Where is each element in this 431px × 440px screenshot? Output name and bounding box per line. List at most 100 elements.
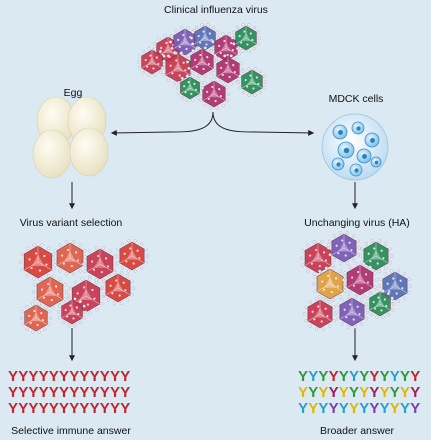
antibody-glyph: Y [318, 384, 328, 401]
virus-particle [341, 262, 379, 298]
antibody-glyph: Y [90, 400, 100, 417]
split-arrow-left [110, 111, 214, 136]
virus-particle [18, 243, 58, 281]
antibody-glyph: Y [410, 384, 420, 401]
antibody-glyph: Y [100, 400, 110, 417]
antibody-glyph: Y [329, 400, 339, 417]
virus-particle [197, 78, 231, 110]
antibody-glyph: Y [308, 400, 318, 417]
virus-particle [189, 23, 221, 53]
virus-particle [299, 240, 337, 276]
antibody-glyph: Y [120, 400, 130, 417]
antibody-glyph: Y [69, 384, 79, 401]
antibody-glyph: Y [79, 384, 89, 401]
antibody-glyph: Y [318, 368, 328, 385]
label-virus-variant-selection: Virus variant selection [19, 217, 123, 229]
antibody-glyph: Y [90, 368, 100, 385]
antibody-glyph: Y [28, 368, 38, 385]
antibody-glyph: Y [79, 400, 89, 417]
antibody-glyph: Y [59, 384, 69, 401]
mdck-cell [337, 141, 355, 159]
antibody-glyph: Y [339, 368, 349, 385]
antibody-glyph: Y [69, 400, 79, 417]
virus-particle [326, 231, 362, 265]
antibody-glyph: Y [69, 368, 79, 385]
antibody-glyph: Y [18, 368, 28, 385]
virus-particle [66, 277, 106, 315]
antibody-glyph: Y [18, 400, 28, 417]
virus-particle [364, 289, 396, 319]
antibody-glyph: Y [369, 400, 379, 417]
antibody-glyph: Y [329, 368, 339, 385]
virus-particle [334, 295, 370, 329]
virus-particle [31, 274, 69, 310]
antibody-glyph: Y [380, 400, 390, 417]
antibody-glyph: Y [59, 400, 69, 417]
antibody-glyph: Y [8, 384, 18, 401]
antibody-glyph: Y [410, 400, 420, 417]
mdck-cell-dish [321, 113, 389, 181]
antibody-glyph: Y [400, 400, 410, 417]
antibody-glyph: Y [59, 368, 69, 385]
antibody-glyph: Y [110, 400, 120, 417]
antibody-glyph: Y [359, 368, 369, 385]
label-broader-answer: Broader answer [319, 425, 395, 437]
virus-particle [311, 266, 349, 302]
antibody-glyph: Y [79, 368, 89, 385]
antibody-glyph: Y [110, 368, 120, 385]
antibody-glyph: Y [39, 400, 49, 417]
antibody-glyph: Y [28, 384, 38, 401]
antibody-glyph: Y [390, 384, 400, 401]
antibody-glyph: Y [359, 400, 369, 417]
antibody-glyph: Y [339, 384, 349, 401]
antibody-glyph: Y [100, 384, 110, 401]
antibody-glyph: Y [298, 384, 308, 401]
virus-particle [175, 74, 205, 102]
antibody-glyph: Y [298, 400, 308, 417]
antibody-glyph: Y [120, 368, 130, 385]
antibody-glyph: Y [8, 400, 18, 417]
virus-particle [230, 23, 262, 53]
virus-particle [114, 239, 150, 273]
mdck-cell [331, 157, 345, 171]
label-egg: Egg [63, 87, 83, 99]
antibody-glyph: Y [349, 384, 359, 401]
egg-cluster [32, 96, 109, 179]
antibody-glyph: Y [110, 384, 120, 401]
virus-particle [51, 240, 89, 276]
virus-particle [211, 54, 245, 86]
virus-particle [19, 302, 53, 334]
antibody-glyph: Y [369, 384, 379, 401]
antibody-glyph: Y [400, 384, 410, 401]
virus-particle [302, 297, 338, 331]
label-selective-immune-answer: Selective immune answer [11, 425, 131, 437]
mdck-cell [332, 124, 348, 140]
virus-particle [81, 246, 119, 282]
virus-particle [56, 297, 88, 327]
antibody-glyph: Y [18, 384, 28, 401]
virus-particle [100, 271, 136, 305]
mdck-cell [364, 132, 380, 148]
antibody-glyph: Y [100, 368, 110, 385]
unchanging-virus-cluster [299, 231, 413, 331]
antibody-glyph: Y [49, 368, 59, 385]
title-clinical-virus: Clinical influenza virus [164, 4, 268, 16]
antibody-glyph: Y [308, 384, 318, 401]
antibody-glyph: Y [349, 400, 359, 417]
split-arrow-right [212, 111, 315, 136]
antibody-glyph: Y [308, 368, 318, 385]
antibody-glyph: Y [390, 368, 400, 385]
mdck-cell [349, 163, 363, 177]
antibody-glyph: Y [349, 368, 359, 385]
antibody-glyph: Y [369, 368, 379, 385]
antibody-glyph: Y [28, 400, 38, 417]
mdck-cell [356, 148, 372, 164]
variant-virus-cluster [18, 239, 150, 334]
antibody-glyph: Y [390, 400, 400, 417]
antibody-glyph: Y [318, 400, 328, 417]
mdck-cell [351, 121, 365, 135]
virus-particle [185, 46, 219, 78]
virus-particle [358, 239, 394, 273]
